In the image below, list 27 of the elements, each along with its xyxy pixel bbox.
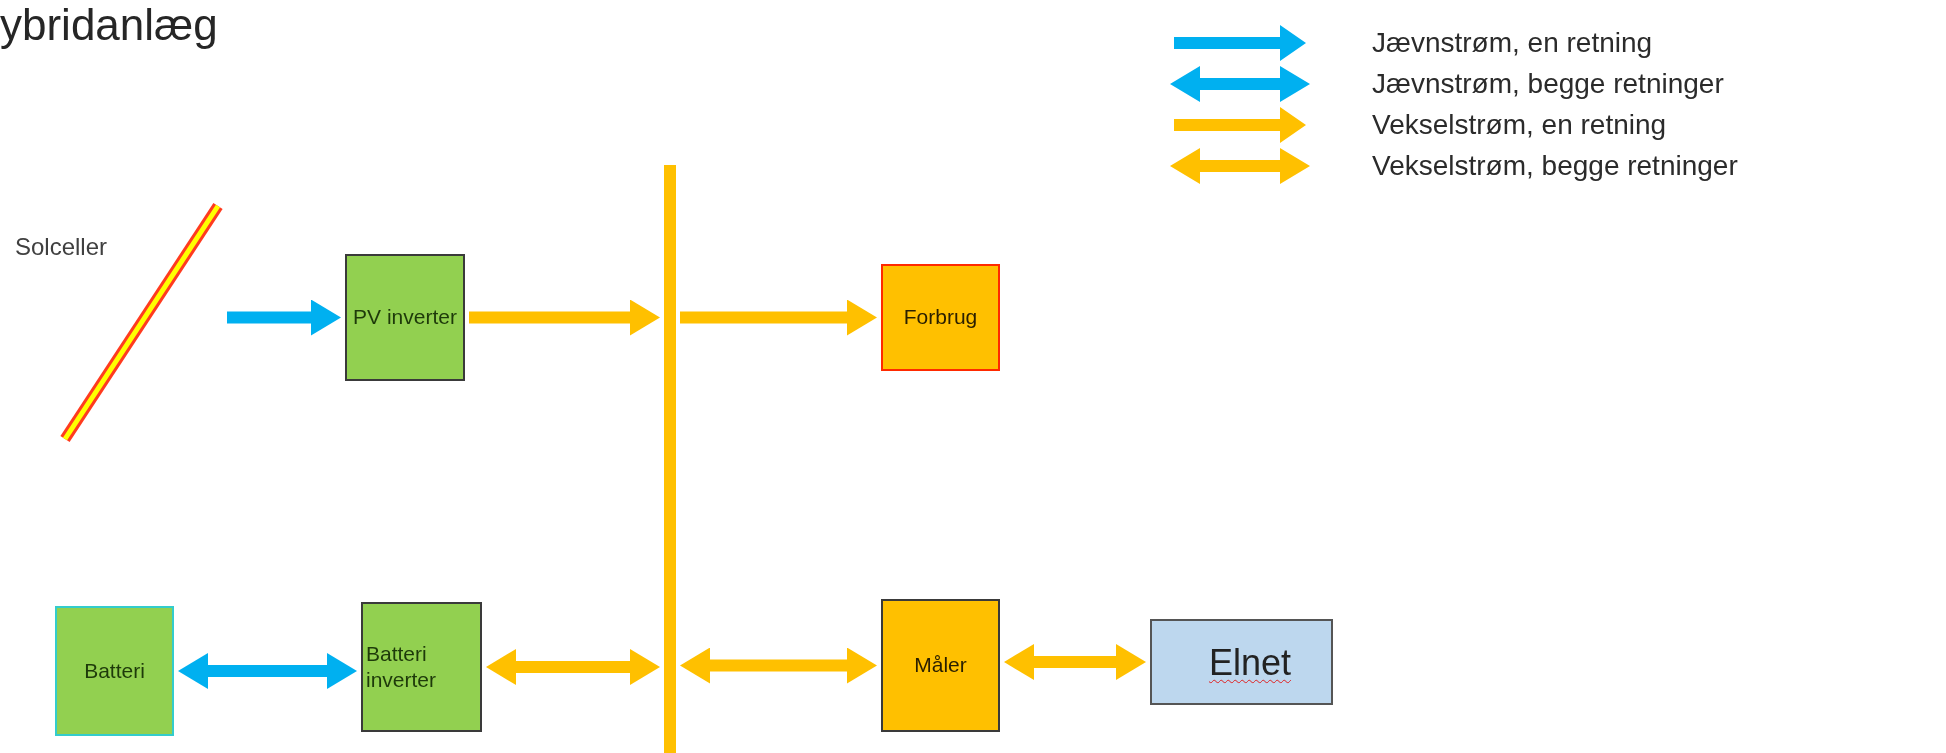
arrow [680, 299, 877, 336]
component-caption: Solceller [15, 232, 108, 262]
legend-label: Vekselstrøm, begge retninger [1372, 152, 1738, 180]
component-box [345, 254, 465, 381]
bus-bar [664, 165, 676, 753]
arrow [486, 649, 660, 685]
box-label: Forbrug [903, 304, 978, 331]
legend-label: Jævnstrøm, en retning [1372, 29, 1653, 57]
component-box [881, 599, 1000, 732]
box-label: Batteri [84, 657, 145, 684]
legend-label: Jævnstrøm, begge retninger [1372, 70, 1724, 98]
title: ybridanlæg [0, 0, 218, 50]
component-box [881, 264, 1000, 371]
arrow [1004, 644, 1146, 680]
component-box [361, 602, 482, 732]
legend-label: Vekselstrøm, en retning [1372, 111, 1667, 139]
grid-box [1150, 619, 1333, 705]
arrow [469, 299, 660, 336]
solar-panel [15, 201, 223, 444]
arrow [227, 299, 341, 336]
component-box [55, 606, 174, 736]
box-label: PV inverter [353, 304, 457, 331]
box-label: Måler [914, 652, 967, 679]
box-label: Elnet [1208, 640, 1292, 685]
arrow [178, 653, 357, 689]
arrow [680, 647, 877, 684]
box-label: Batteri inverter [366, 640, 438, 693]
